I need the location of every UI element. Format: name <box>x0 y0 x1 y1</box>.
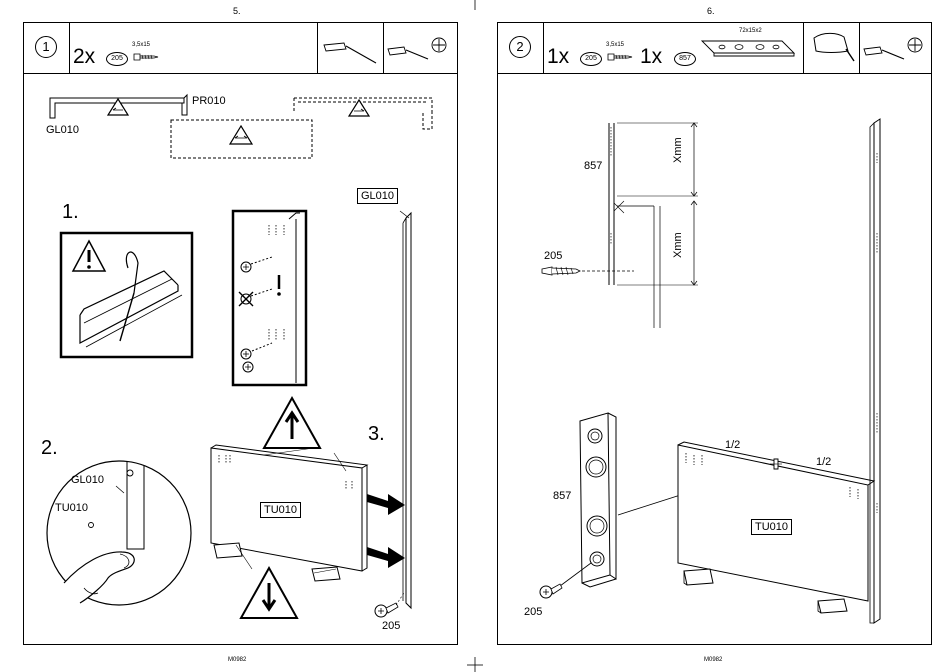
label-tu010-panel: TU010 <box>751 519 792 535</box>
label-tu010-detail: TU010 <box>55 502 88 514</box>
footer-code-left: M0982 <box>228 657 246 663</box>
label-gl010-detail: GL010 <box>71 474 104 486</box>
right-page: 2 1x 205 3,5x15 1x 857 72x15x2 <box>497 22 932 645</box>
footer-code-right: M0982 <box>704 657 722 663</box>
hinge-detail-circle <box>24 23 459 646</box>
page-number-left: 5. <box>233 6 241 16</box>
label-half-left: 1/2 <box>725 439 740 451</box>
page-number-right: 6. <box>707 6 715 16</box>
left-page: 1 2x 205 3,5x15 <box>23 22 458 645</box>
label-half-right: 1/2 <box>816 456 831 468</box>
tu010-panel <box>498 23 933 646</box>
